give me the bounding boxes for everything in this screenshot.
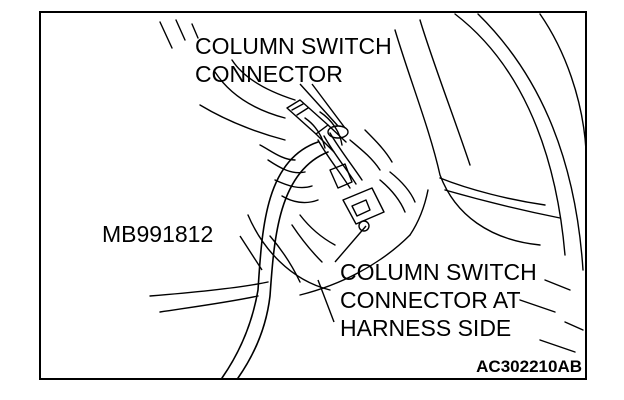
leader-lines bbox=[239, 83, 367, 323]
figure-id: AC302210AB bbox=[476, 357, 582, 376]
label-harness-side-connector-line3: HARNESS SIDE bbox=[340, 315, 511, 341]
label-harness-side-connector-line1: COLUMN SWITCH bbox=[340, 259, 537, 285]
label-column-switch-connector-line2: CONNECTOR bbox=[195, 61, 343, 87]
label-tool-mb991812: MB991812 bbox=[102, 221, 213, 247]
steering-column-illustration bbox=[149, 13, 587, 353]
mb991812-cable bbox=[221, 141, 329, 379]
label-column-switch-connector-line1: COLUMN SWITCH bbox=[195, 33, 392, 59]
label-harness-side-connector-line2: CONNECTOR AT bbox=[340, 287, 521, 313]
figure-frame bbox=[39, 11, 587, 380]
